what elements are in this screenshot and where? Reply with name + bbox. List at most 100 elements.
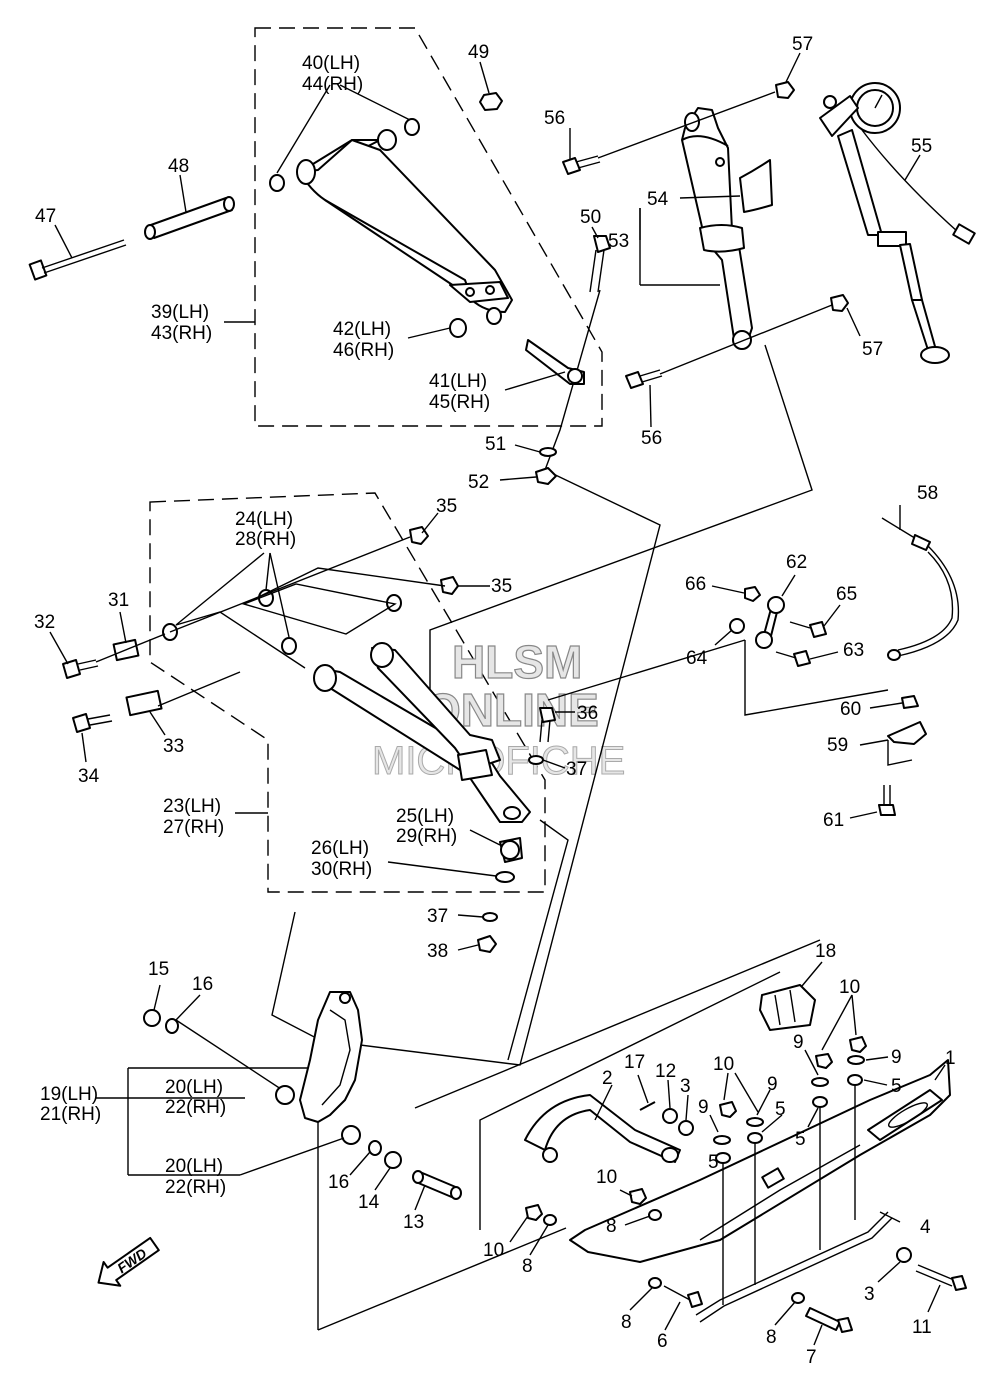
callout-8a: 8 bbox=[522, 1256, 533, 1277]
bolt-5-c bbox=[747, 1132, 763, 1144]
callout-4: 4 bbox=[920, 1217, 931, 1238]
bolt-65 bbox=[789, 621, 827, 638]
bushing-40-44-b bbox=[404, 118, 420, 136]
bolt-5-b bbox=[812, 1096, 828, 1108]
callout-43: 43(RH) bbox=[151, 323, 212, 344]
bolt-6 bbox=[663, 1285, 703, 1308]
assembly-lines bbox=[95, 208, 913, 1331]
callout-11: 11 bbox=[912, 1317, 932, 1338]
pin-17 bbox=[639, 1101, 656, 1111]
shock-absorber-53 bbox=[681, 107, 753, 350]
nut-66 bbox=[744, 586, 761, 602]
callout-36: 36 bbox=[577, 703, 598, 724]
callout-9a: 9 bbox=[793, 1032, 804, 1053]
collar-3-b bbox=[896, 1247, 912, 1263]
callout-10b: 10 bbox=[713, 1054, 734, 1075]
callout-41: 41(LH) bbox=[429, 371, 487, 392]
stabilizer-link-62 bbox=[755, 596, 785, 649]
callout-15: 15 bbox=[148, 959, 169, 980]
upper-a-arm bbox=[296, 129, 513, 325]
upper-arm-group-outline bbox=[254, 27, 603, 427]
bolt-11 bbox=[915, 1264, 967, 1291]
spindle-19-21 bbox=[299, 991, 363, 1123]
callout-28: 28(RH) bbox=[235, 529, 296, 550]
washer-9-d bbox=[746, 1117, 764, 1127]
collar-3-a bbox=[678, 1120, 694, 1136]
nut-49 bbox=[479, 92, 503, 111]
ski-handle-2 bbox=[524, 1094, 681, 1163]
nut-10-e bbox=[525, 1204, 543, 1221]
callout-56a: 56 bbox=[544, 108, 565, 129]
callout-22b: 22(RH) bbox=[165, 1177, 226, 1198]
callout-46: 46(RH) bbox=[333, 340, 394, 361]
callout-55: 55 bbox=[911, 136, 932, 157]
bolt-56-bottom bbox=[625, 369, 663, 389]
bolt-61 bbox=[878, 785, 896, 816]
washer-8-a bbox=[648, 1209, 662, 1221]
callout-52: 52 bbox=[468, 472, 489, 493]
bolt-34 bbox=[72, 713, 113, 733]
callout-44: 44(RH) bbox=[302, 74, 363, 95]
leader-lines bbox=[49, 52, 946, 1346]
callout-17: 17 bbox=[624, 1052, 645, 1073]
callout-65: 65 bbox=[836, 584, 857, 605]
callout-23: 23(LH) bbox=[163, 796, 221, 817]
callout-labels: 1 2 3 3 4 5 5 5 5 6 7 8 8 8 8 9 9 9 9 10… bbox=[34, 34, 956, 1368]
callout-8b: 8 bbox=[606, 1216, 617, 1237]
damper-18 bbox=[759, 984, 816, 1031]
callout-10c: 10 bbox=[596, 1167, 617, 1188]
callout-9b: 9 bbox=[891, 1047, 902, 1068]
callout-5c: 5 bbox=[795, 1129, 806, 1150]
callout-22a: 22(RH) bbox=[165, 1097, 226, 1118]
lower-a-arm bbox=[313, 642, 531, 823]
clamp-60 bbox=[901, 695, 919, 709]
callout-18: 18 bbox=[815, 941, 836, 962]
callout-27: 27(RH) bbox=[163, 817, 224, 838]
callout-9d: 9 bbox=[698, 1097, 709, 1118]
callout-12: 12 bbox=[655, 1061, 676, 1082]
washer-16-a bbox=[165, 1018, 179, 1034]
nut-57-bottom bbox=[830, 294, 849, 312]
collar-48 bbox=[144, 196, 235, 240]
washer-8-c bbox=[648, 1277, 662, 1289]
callout-60: 60 bbox=[840, 699, 861, 720]
callout-13: 13 bbox=[403, 1212, 424, 1233]
callout-21: 21(RH) bbox=[40, 1104, 101, 1125]
callout-5b: 5 bbox=[775, 1099, 786, 1120]
runner-4 bbox=[695, 1211, 889, 1316]
callout-16a: 16 bbox=[192, 974, 213, 995]
callout-8d: 8 bbox=[766, 1327, 777, 1348]
nut-12 bbox=[662, 1108, 678, 1124]
callout-49: 49 bbox=[468, 42, 489, 63]
bolt-32 bbox=[62, 659, 99, 679]
washer-8-b bbox=[543, 1214, 557, 1226]
callout-59: 59 bbox=[827, 735, 848, 756]
nut-64 bbox=[729, 618, 745, 634]
callout-58: 58 bbox=[917, 483, 938, 504]
callout-31: 31 bbox=[108, 590, 129, 611]
nut-10-c bbox=[719, 1101, 737, 1118]
collar-15 bbox=[143, 1009, 161, 1027]
callout-61: 61 bbox=[823, 810, 844, 831]
callout-5a: 5 bbox=[891, 1076, 902, 1097]
callout-20b: 20(LH) bbox=[165, 1156, 223, 1177]
gauge-tool-55 bbox=[819, 82, 976, 364]
callout-24: 24(LH) bbox=[235, 509, 293, 530]
callout-20a: 20(LH) bbox=[165, 1077, 223, 1098]
collar-14 bbox=[384, 1151, 402, 1169]
bolt-36 bbox=[539, 707, 556, 743]
callout-34: 34 bbox=[78, 766, 100, 787]
callout-7: 7 bbox=[806, 1347, 817, 1368]
bolt-7 bbox=[805, 1307, 853, 1333]
callout-37b: 37 bbox=[427, 906, 448, 927]
washer-26-30 bbox=[495, 871, 515, 883]
callout-38: 38 bbox=[427, 941, 448, 962]
tie-rod-end-41-45 bbox=[525, 339, 585, 385]
bolt-47 bbox=[28, 239, 127, 281]
bushing-20-22-a bbox=[275, 1085, 295, 1105]
callout-6: 6 bbox=[657, 1331, 668, 1352]
label-sticker-54 bbox=[739, 159, 773, 213]
nut-10-d bbox=[629, 1188, 647, 1205]
callout-53: 53 bbox=[608, 231, 629, 252]
